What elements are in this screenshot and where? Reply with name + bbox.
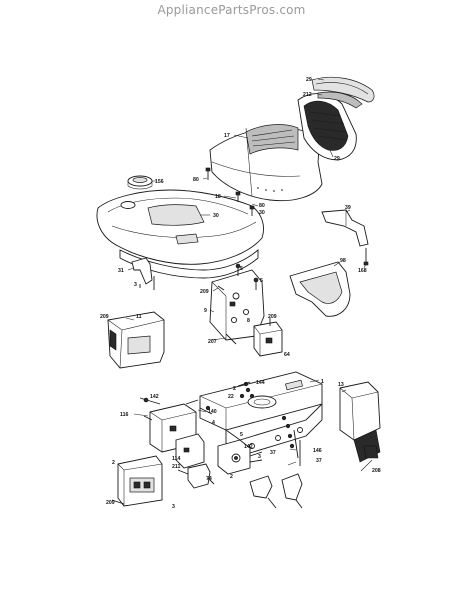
callout-label: 209 (100, 314, 109, 320)
callout-label: 212 (303, 92, 312, 98)
callout-label: 80 (193, 177, 199, 183)
callout-label: 37 (270, 450, 276, 456)
lower-small-brackets (175, 433, 215, 489)
callout-label: 168 (358, 268, 367, 274)
callout-label: 29 (334, 156, 340, 162)
callout-label: 116 (120, 412, 128, 418)
bottom-brackets (249, 473, 303, 509)
callout-label: 98 (340, 258, 346, 264)
center-dash (209, 263, 283, 357)
callout-label: 144 (256, 380, 265, 386)
callout-label: 3 (134, 282, 137, 288)
dash-panel (289, 261, 351, 317)
callout-label: 37 (316, 458, 322, 464)
callout-label: 17 (224, 133, 230, 139)
hood-assembly (209, 76, 375, 202)
lower-console (111, 455, 163, 507)
watermark: AppliancePartsPros.com (157, 3, 306, 17)
callout-label: 30 (213, 213, 219, 219)
callout-label: 156 (155, 179, 164, 185)
callout-label: 114 (172, 456, 180, 462)
callout-label: 22 (228, 394, 234, 400)
callout-label: 2 (112, 460, 115, 466)
callout-label: 39 (345, 205, 351, 211)
bracket-left (131, 257, 155, 290)
callout-label: 74 (206, 476, 212, 482)
callout-label: 29 (306, 77, 312, 83)
fender-body (96, 189, 264, 279)
callout-label: 146 (313, 448, 322, 454)
main-frame (199, 371, 323, 457)
callout-label: 8 (247, 318, 250, 324)
callout-label: 11 (136, 314, 142, 320)
left-side-panel (107, 311, 165, 369)
callout-label: 142 (244, 444, 253, 450)
callout-label: 9 (204, 308, 207, 314)
callout-label: 2 (233, 386, 236, 392)
center-lower-bracket (217, 439, 263, 475)
callout-label: 140 (208, 409, 217, 415)
callout-label: 1 (321, 379, 324, 385)
callout-label: 80 (259, 203, 265, 209)
callout-label: 31 (118, 268, 124, 274)
callout-label: 211 (172, 464, 180, 470)
callout-label: 4 (212, 420, 215, 426)
callout-label: 13 (338, 382, 344, 388)
callout-label: 18 (215, 194, 221, 200)
callout-label: 142 (150, 394, 159, 400)
callout-label: 208 (372, 468, 381, 474)
callout-label: 207 (208, 339, 217, 345)
callout-label: 2 (230, 474, 233, 480)
leader-lines (125, 78, 373, 472)
callout-label: 64 (284, 352, 290, 358)
part-callouts: 29 212 17 29 156 80 18 30 80 30 39 98 16… (100, 77, 381, 510)
frame-hardware (237, 381, 301, 466)
callout-label: 5 (240, 432, 243, 438)
fender-bolts (205, 167, 255, 216)
right-side-panel (339, 381, 381, 463)
callout-label: 209 (106, 500, 115, 506)
bracket-right (321, 209, 369, 266)
callout-label: 5 (260, 278, 263, 284)
callout-label: 3 (258, 454, 261, 460)
callout-label: 3 (172, 504, 175, 510)
callout-label: 30 (259, 210, 265, 216)
seat-pan (127, 175, 153, 190)
callout-label: 209 (268, 314, 277, 320)
callout-label: 5 (240, 266, 243, 272)
callout-label: 209 (200, 289, 209, 295)
